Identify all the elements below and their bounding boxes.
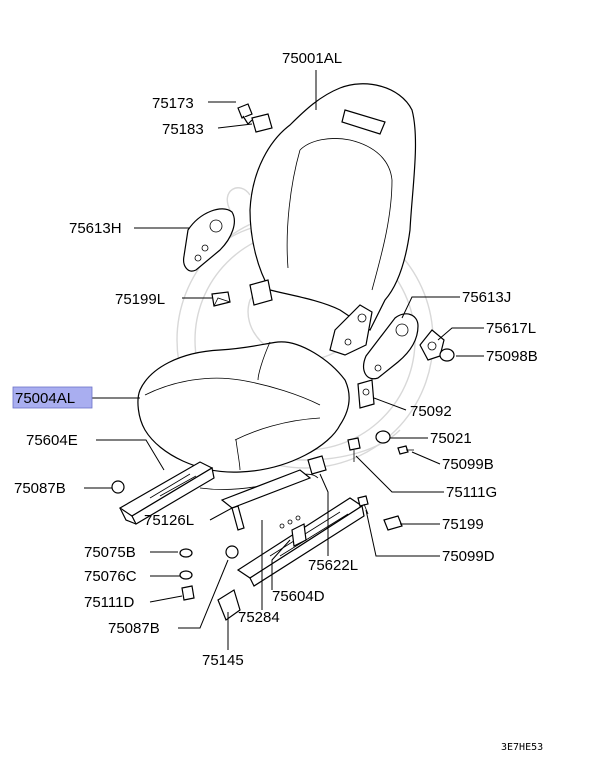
screw-75099B — [397, 445, 414, 455]
callout-75087B-upper: 75087B — [14, 480, 66, 497]
bolt-75111D — [181, 585, 195, 601]
callout-75021: 75021 — [430, 430, 472, 447]
cover-75145 — [217, 589, 241, 621]
callout-75111G: 75111G — [446, 484, 497, 501]
callout-75076C: 75076C — [84, 568, 137, 585]
callout-75613H: 75613H — [69, 220, 122, 237]
nut-75087B-upper — [111, 480, 125, 494]
callout-75622L: 75622L — [308, 557, 358, 574]
cap-75183 — [251, 113, 273, 133]
callout-75617L: 75617L — [486, 320, 536, 337]
washer-75075B — [179, 548, 193, 558]
callout-75604E: 75604E — [26, 432, 78, 449]
bushing-75021 — [375, 430, 391, 444]
callout-75099D: 75099D — [442, 548, 495, 565]
callout-75001AL: 75001AL — [282, 50, 342, 67]
callout-75173: 75173 — [152, 95, 194, 112]
callout-75183: 75183 — [162, 121, 204, 138]
screw-75099D — [357, 495, 369, 515]
nut-75087B-lower — [225, 545, 239, 559]
callout-75604D: 75604D — [272, 588, 325, 605]
bolt-75111G — [347, 437, 361, 462]
clip-75199 — [383, 515, 403, 531]
callout-75092: 75092 — [410, 403, 452, 420]
highlight-box — [12, 386, 93, 409]
callout-75126L: 75126L — [144, 512, 194, 529]
callout-75087B-lower: 75087B — [108, 620, 160, 637]
knob-75617L — [419, 329, 445, 361]
seat-back — [249, 83, 417, 356]
seat-adjuster-mechanism — [199, 469, 319, 531]
diagram-code: 3E7HE53 — [501, 742, 543, 753]
cap-75098B — [439, 348, 455, 362]
callout-75004AL[interactable]: 75004AL — [15, 390, 75, 407]
callout-75075B: 75075B — [84, 544, 136, 561]
callout-labels: 75001AL 75173 75183 75613H 75199L 75613J… — [14, 50, 538, 669]
leader-lines — [84, 70, 484, 650]
callout-75098B: 75098B — [486, 348, 538, 365]
bracket-75092 — [357, 379, 375, 409]
callout-75145: 75145 — [202, 652, 244, 669]
clip-75173 — [237, 103, 253, 125]
block-75622L — [307, 455, 327, 475]
callout-75284: 75284 — [238, 609, 280, 626]
washer-75076C — [179, 570, 193, 580]
recliner-cover-right — [363, 313, 419, 380]
seat-rail-left — [118, 461, 215, 525]
callout-75613J: 75613J — [462, 289, 511, 306]
callout-75199L: 75199L — [115, 291, 165, 308]
callout-75099B: 75099B — [442, 456, 494, 473]
callout-75111D: 75111D — [84, 594, 134, 611]
seat-cushion — [137, 341, 350, 473]
callout-75199: 75199 — [442, 516, 484, 533]
bracket-75199L — [211, 291, 231, 307]
recliner-cover-left — [183, 208, 235, 272]
